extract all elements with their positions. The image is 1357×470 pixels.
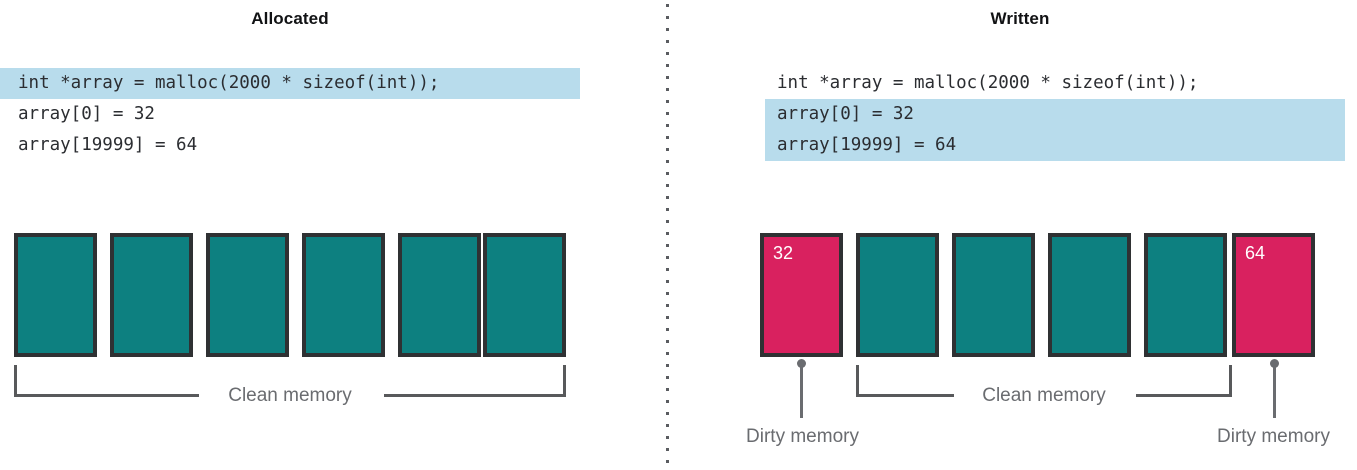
memory-blocks-allocated — [14, 233, 584, 357]
code-block-allocated: int *array = malloc(2000 * sizeof(int));… — [0, 68, 580, 161]
memory-block — [110, 233, 193, 357]
memory-block — [1144, 233, 1227, 357]
memory-block — [483, 233, 566, 357]
bracket-bar — [856, 394, 954, 397]
memory-block-value: 64 — [1245, 243, 1266, 263]
memory-blocks-written: 32 64 — [760, 233, 1330, 357]
panel-title-written: Written — [990, 9, 1050, 28]
bracket-bar — [1136, 394, 1232, 397]
dirty-memory-label: Dirty memory — [1217, 426, 1330, 447]
bracket-tick-right — [563, 365, 566, 397]
callout-leader-line — [1273, 362, 1276, 418]
memory-block — [14, 233, 97, 357]
bracket-tick-left — [856, 365, 859, 397]
bracket-bar — [384, 394, 566, 397]
panel-allocated: Allocated int *array = malloc(2000 * siz… — [0, 0, 660, 470]
clean-memory-bracket-written: Clean memory — [856, 365, 1232, 406]
memory-block — [952, 233, 1035, 357]
panel-written: Written int *array = malloc(2000 * sizeo… — [690, 0, 1357, 470]
callout-leader-line — [800, 362, 803, 418]
panel-divider — [666, 4, 669, 466]
bracket-tick-left — [14, 365, 17, 397]
code-block-written: int *array = malloc(2000 * sizeof(int));… — [765, 68, 1345, 161]
clean-memory-bracket-allocated: Clean memory — [14, 365, 566, 406]
code-line: array[0] = 32 — [765, 99, 1345, 130]
memory-block-value: 32 — [773, 243, 794, 263]
memory-block — [398, 233, 481, 357]
memory-block — [302, 233, 385, 357]
memory-block — [856, 233, 939, 357]
memory-block — [206, 233, 289, 357]
clean-memory-label: Clean memory — [982, 385, 1106, 406]
memory-block-dirty: 64 — [1232, 233, 1315, 357]
memory-block — [1048, 233, 1131, 357]
memory-block-dirty: 32 — [760, 233, 843, 357]
clean-memory-label: Clean memory — [228, 385, 352, 406]
code-line: array[19999] = 64 — [765, 130, 1345, 161]
dirty-memory-label: Dirty memory — [746, 426, 859, 447]
panel-title-allocated: Allocated — [251, 9, 329, 28]
code-line: int *array = malloc(2000 * sizeof(int)); — [0, 68, 580, 99]
bracket-bar — [14, 394, 199, 397]
code-line: array[0] = 32 — [18, 104, 155, 124]
code-line: int *array = malloc(2000 * sizeof(int)); — [777, 73, 1199, 93]
code-line: array[19999] = 64 — [18, 135, 198, 155]
bracket-tick-right — [1229, 365, 1232, 397]
